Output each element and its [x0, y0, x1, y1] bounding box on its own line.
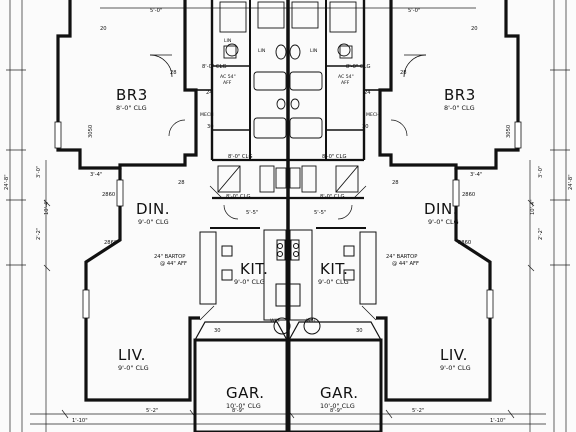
door-swings	[149, 54, 427, 321]
dimension-labels: 20 20 28 28 28 28 24 24 30 30 30 30 5'-0…	[4, 8, 574, 424]
svg-text:28: 28	[400, 70, 407, 76]
svg-text:3'-0": 3'-0"	[36, 166, 42, 178]
hall-ceiling-labels: 8'-0" CLG 8'-0" CLG 8'-0" CLG 8'-0" CLG …	[202, 64, 370, 200]
svg-text:AC 54": AC 54"	[338, 74, 354, 80]
svg-text:3'-4": 3'-4"	[90, 172, 102, 178]
svg-text:30: 30	[362, 124, 369, 130]
svg-text:1'-10": 1'-10"	[490, 418, 506, 424]
svg-text:5'-0": 5'-0"	[150, 8, 162, 14]
svg-text:20: 20	[100, 26, 107, 32]
svg-text:24'-8": 24'-8"	[4, 174, 10, 190]
svg-text:8'-0" CLG: 8'-0" CLG	[228, 154, 252, 160]
svg-text:5'-2": 5'-2"	[412, 408, 424, 414]
svg-text:2860: 2860	[104, 240, 117, 246]
room-gar-left: GAR.	[226, 384, 265, 402]
laundry-fixtures	[217, 165, 359, 193]
svg-text:24'-8": 24'-8"	[568, 174, 574, 190]
svg-text:3'-0": 3'-0"	[538, 166, 544, 178]
svg-text:3'-4": 3'-4"	[470, 172, 482, 178]
bath-fixtures	[219, 1, 357, 139]
svg-text:20: 20	[471, 26, 478, 32]
room-br3-left: BR3	[116, 86, 148, 104]
svg-text:8'-0" CLG: 8'-0" CLG	[322, 154, 346, 160]
svg-text:24: 24	[364, 90, 371, 96]
svg-text:3050: 3050	[506, 125, 512, 138]
svg-text:LIN: LIN	[224, 38, 231, 44]
svg-text:24" BARTOP: 24" BARTOP	[154, 254, 185, 260]
svg-text:30: 30	[214, 328, 221, 334]
svg-text:30: 30	[356, 328, 363, 334]
svg-text:LIN: LIN	[258, 48, 265, 54]
svg-text:5'-2": 5'-2"	[146, 408, 158, 414]
room-din-right: DIN.	[424, 200, 458, 218]
svg-text:9'-0" CLG: 9'-0" CLG	[234, 278, 265, 286]
room-labels: BR3 8'-0" CLG BR3 8'-0" CLG DIN. 9'-0" C…	[116, 86, 476, 410]
svg-text:10'-0" CLG: 10'-0" CLG	[226, 402, 261, 410]
svg-text:5'-5": 5'-5"	[314, 210, 326, 216]
bartop-notes: 24" BARTOP @ 44" AFF 24" BARTOP @ 44" AF…	[154, 254, 419, 267]
svg-text:8'-9": 8'-9"	[232, 408, 244, 414]
room-tags: LIN AC 54" AFF AC 54" AFF LIN LIN MECH M…	[200, 38, 380, 324]
svg-text:5'-0": 5'-0"	[408, 8, 420, 14]
kitchen-fixtures	[199, 227, 377, 335]
svg-text:24" BARTOP: 24" BARTOP	[386, 254, 417, 260]
svg-text:10'-0" CLG: 10'-0" CLG	[320, 402, 355, 410]
svg-text:10'-4": 10'-4"	[530, 199, 536, 215]
room-liv-right: LIV.	[440, 346, 468, 364]
svg-text:1'-10": 1'-10"	[72, 418, 88, 424]
svg-text:8'-0" CLG: 8'-0" CLG	[226, 194, 250, 200]
svg-text:9'-0" CLG: 9'-0" CLG	[138, 218, 169, 226]
svg-text:2'-2": 2'-2"	[538, 228, 544, 240]
svg-text:@ 44" AFF: @ 44" AFF	[160, 261, 187, 267]
svg-text:9'-0" CLG: 9'-0" CLG	[118, 364, 149, 372]
svg-text:AFF: AFF	[223, 80, 232, 86]
svg-text:MECH: MECH	[366, 112, 380, 118]
svg-text:30: 30	[207, 124, 214, 130]
svg-text:9'-0" CLG: 9'-0" CLG	[318, 278, 349, 286]
svg-text:8'-0" CLG: 8'-0" CLG	[320, 194, 344, 200]
svg-text:AC 54": AC 54"	[220, 74, 236, 80]
svg-text:W/H: W/H	[306, 318, 316, 324]
room-gar-right: GAR.	[320, 384, 359, 402]
svg-text:3050: 3050	[88, 125, 94, 138]
svg-text:LIN: LIN	[310, 48, 317, 54]
svg-text:2860: 2860	[462, 192, 475, 198]
svg-text:8'-0" CLG: 8'-0" CLG	[116, 104, 147, 112]
svg-text:8'-9": 8'-9"	[330, 408, 342, 414]
room-liv-left: LIV.	[118, 346, 146, 364]
svg-text:W/H: W/H	[270, 318, 280, 324]
svg-text:AFF: AFF	[341, 80, 350, 86]
room-kit-right: KIT.	[320, 260, 348, 278]
svg-text:10'-4": 10'-4"	[44, 199, 50, 215]
exterior-walls	[56, 0, 520, 432]
svg-text:MECH: MECH	[200, 112, 214, 118]
svg-text:2860: 2860	[458, 240, 471, 246]
svg-text:9'-0" CLG: 9'-0" CLG	[440, 364, 471, 372]
svg-text:8'-0" CLG: 8'-0" CLG	[202, 64, 226, 70]
svg-text:2860: 2860	[102, 192, 115, 198]
svg-text:5'-5": 5'-5"	[246, 210, 258, 216]
room-kit-left: KIT.	[240, 260, 268, 278]
room-br3-right: BR3	[444, 86, 476, 104]
svg-text:28: 28	[392, 180, 399, 186]
window-tags: 3050 3050 2860 2860 2860 2860	[88, 125, 512, 246]
svg-text:28: 28	[170, 70, 177, 76]
svg-text:28: 28	[178, 180, 185, 186]
svg-text:8'-0" CLG: 8'-0" CLG	[444, 104, 475, 112]
svg-text:8'-0" CLG: 8'-0" CLG	[346, 64, 370, 70]
svg-text:2'-2": 2'-2"	[36, 228, 42, 240]
svg-text:9'-0" CLG: 9'-0" CLG	[428, 218, 459, 226]
windows	[54, 121, 522, 319]
room-din-left: DIN.	[136, 200, 170, 218]
svg-text:24: 24	[206, 90, 213, 96]
svg-text:@ 44" AFF: @ 44" AFF	[392, 261, 419, 267]
